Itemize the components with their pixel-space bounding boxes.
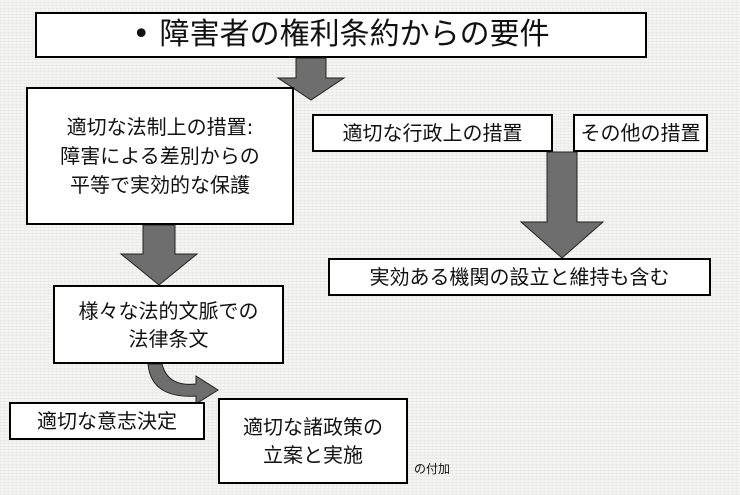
title-box: • 障害者の権利条約からの要件 (35, 12, 647, 58)
administrative-measures-text: 適切な行政上の措置 (342, 121, 523, 145)
organization-text: 実効ある機関の設立と維持も含む (369, 265, 670, 289)
arrow-title-down (276, 57, 346, 101)
legal-measures-line-2: 障害による差別からの (60, 143, 260, 168)
administrative-measures-box: 適切な行政上の措置 (312, 114, 553, 152)
legal-measures-line-3: 平等で実効的な保護 (70, 172, 250, 197)
organization-box: 実効ある機関の設立と維持も含む (328, 258, 711, 296)
decision-making-box: 適切な意志決定 (9, 402, 205, 440)
suffix-text: の付加 (414, 462, 451, 476)
legal-provisions-line-1: 様々な法的文脈での (78, 298, 259, 323)
policies-line-1: 適切な諸政策の (243, 415, 383, 439)
arrow-admin-to-organization (519, 151, 605, 259)
legal-measures-box: 適切な法制上の措置: 障害による差別からの 平等で実効的な保護 (26, 87, 294, 225)
other-measures-text: その他の措置 (580, 121, 701, 145)
arrow-curved-split (147, 363, 219, 405)
title-text: • 障害者の権利条約からの要件 (132, 17, 550, 52)
decision-making-text: 適切な意志決定 (37, 409, 177, 433)
other-measures-box: その他の措置 (573, 114, 708, 152)
legal-measures-line-1: 適切な法制上の措置: (66, 114, 254, 139)
arrow-legal-to-provisions (119, 224, 199, 286)
legal-provisions-box: 様々な法的文脈での 法律条文 (53, 285, 284, 364)
legal-provisions-line-2: 法律条文 (128, 326, 209, 351)
policies-box: 適切な諸政策の 立案と実施 (218, 398, 408, 484)
policies-line-2: 立案と実施 (263, 443, 363, 467)
